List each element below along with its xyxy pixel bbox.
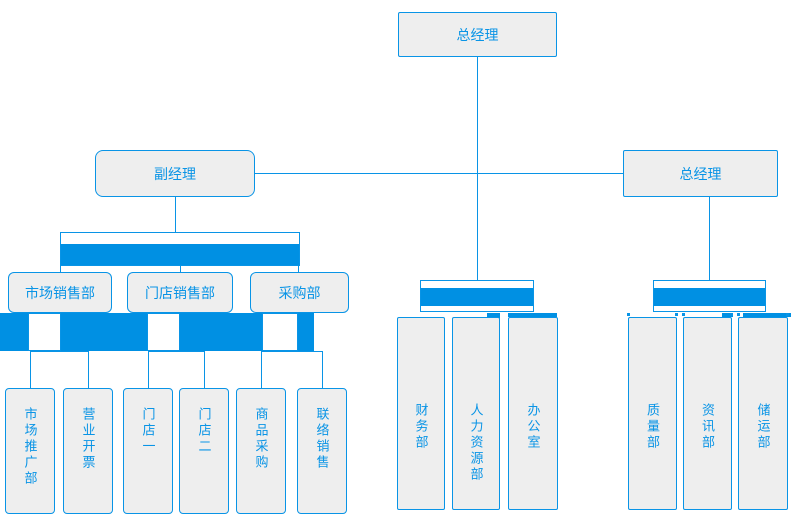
leaf-office-label: 办公室: [525, 403, 541, 451]
org-node-leaf-hr[interactable]: 人力资源部: [452, 317, 500, 510]
org-node-leaf-goods[interactable]: 商品采购: [236, 388, 286, 514]
org-node-root[interactable]: 总经理: [398, 12, 557, 57]
selection-handle[interactable]: [786, 313, 789, 316]
connector-level2-horizontal: [255, 173, 623, 174]
leaf-hr-label: 人力资源部: [468, 403, 484, 483]
connector-window-dept3: [262, 313, 298, 351]
selection-handle[interactable]: [730, 313, 733, 316]
org-node-leaf-liaison[interactable]: 联络销售: [297, 388, 347, 514]
leaf-liaison-label: 联络销售: [314, 407, 330, 471]
leaf-finance-label: 财务部: [413, 403, 429, 451]
dept-market-label: 市场销售部: [25, 284, 95, 301]
band-middle[interactable]: [420, 280, 534, 312]
connector-root-trunk: [477, 57, 478, 280]
dept-store-label: 门店销售部: [145, 284, 215, 301]
selection-handle[interactable]: [627, 313, 630, 316]
connector-dept1-horizontal: [30, 351, 89, 352]
band-right-strip-2: [743, 313, 791, 317]
org-node-leaf-logistics[interactable]: 储运部: [738, 317, 788, 510]
leaf-logistics-label: 储运部: [755, 403, 771, 451]
connector-stub-dept1: [60, 266, 61, 273]
org-node-leaf-info[interactable]: 资讯部: [683, 317, 732, 510]
connector-stub-dept2: [180, 266, 181, 273]
org-node-leaf-invoicing[interactable]: 营业开票: [63, 388, 113, 514]
org-node-dept-market[interactable]: 市场销售部: [8, 272, 112, 313]
org-node-leaf-office[interactable]: 办公室: [508, 317, 558, 510]
connector-drop-liaison: [322, 351, 323, 388]
selection-handle[interactable]: [737, 313, 740, 316]
org-node-leaf-promo[interactable]: 市场推广部: [5, 388, 55, 514]
band-right-bar: [654, 288, 765, 306]
leaf-goods-label: 商品采购: [253, 407, 269, 471]
selection-handle[interactable]: [682, 313, 685, 316]
org-node-root-label: 总经理: [456, 26, 499, 43]
connector-drop-store1: [148, 351, 149, 388]
leaf-store1-label: 门店一: [140, 407, 156, 455]
org-node-dept-store[interactable]: 门店销售部: [127, 272, 233, 313]
org-node-deputy-label: 副经理: [154, 165, 196, 182]
band-right[interactable]: [653, 280, 766, 312]
band-left-top-bar: [61, 244, 299, 265]
connector-stub-dept3: [298, 266, 299, 273]
connector-dept3-horizontal: [261, 351, 323, 352]
connector-dept2-horizontal: [148, 351, 205, 352]
leaf-promo-label: 市场推广部: [22, 407, 38, 487]
org-node-leaf-quality[interactable]: 质量部: [628, 317, 677, 510]
connector-window-dept2: [147, 313, 180, 351]
band-middle-bar: [421, 288, 533, 306]
leaf-invoicing-label: 营业开票: [80, 407, 96, 471]
org-node-leaf-store2[interactable]: 门店二: [179, 388, 229, 514]
connector-gm-right-down: [709, 197, 710, 280]
org-node-dept-purchasing[interactable]: 采购部: [250, 272, 349, 313]
band-middle-strip-2: [508, 313, 557, 317]
dept-purchasing-label: 采购部: [278, 284, 321, 301]
leaf-info-label: 资讯部: [700, 403, 715, 451]
band-left-top[interactable]: [60, 232, 300, 266]
org-node-gm-right[interactable]: 总经理: [623, 150, 778, 197]
connector-window-dept1: [28, 313, 61, 351]
org-node-leaf-store1[interactable]: 门店一: [123, 388, 173, 514]
band-middle-strip-1: [487, 313, 500, 318]
org-node-deputy[interactable]: 副经理: [95, 150, 255, 197]
band-right-strip-1: [722, 313, 733, 317]
leaf-store2-label: 门店二: [196, 407, 212, 455]
connector-deputy-down: [175, 197, 176, 232]
connector-drop-promo: [30, 351, 31, 388]
connector-drop-goods: [261, 351, 262, 388]
org-node-leaf-finance[interactable]: 财务部: [397, 317, 445, 510]
connector-drop-invoicing: [88, 351, 89, 388]
connector-drop-store2: [204, 351, 205, 388]
selection-handle[interactable]: [675, 313, 678, 316]
org-node-gm-right-label: 总经理: [679, 165, 722, 182]
leaf-quality-label: 质量部: [645, 403, 660, 451]
